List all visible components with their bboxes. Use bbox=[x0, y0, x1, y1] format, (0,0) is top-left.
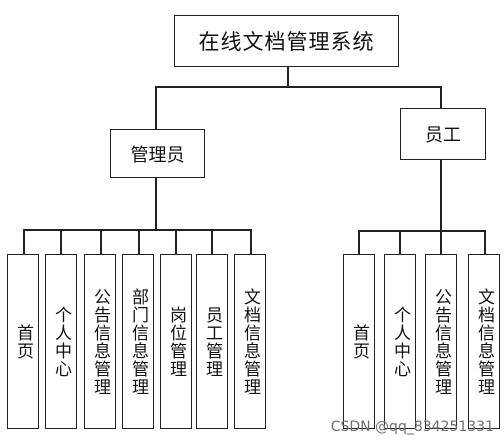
admin-leaf-7: 文档信息管理 bbox=[234, 254, 266, 429]
connector-admin-child-5 bbox=[175, 229, 177, 254]
connector-root-horizontal bbox=[155, 86, 441, 88]
connector-admin-child-7 bbox=[250, 229, 252, 254]
staff-leaf-1: 首页 bbox=[343, 254, 375, 429]
admin-leaf-7-label: 文档信息管理 bbox=[240, 287, 260, 396]
admin-leaf-4-label: 部门信息管理 bbox=[128, 287, 148, 396]
staff-node-label: 员工 bbox=[425, 125, 461, 146]
admin-leaf-1: 首页 bbox=[7, 254, 39, 429]
admin-node: 管理员 bbox=[110, 129, 205, 178]
staff-leaf-4-label: 文档信息管理 bbox=[474, 287, 494, 396]
root-node-label: 在线文档管理系统 bbox=[198, 30, 375, 54]
admin-node-label: 管理员 bbox=[130, 144, 185, 166]
connector-staff-child-3 bbox=[440, 230, 442, 254]
admin-leaf-1-label: 首页 bbox=[13, 323, 33, 360]
connector-admin-child-2 bbox=[60, 229, 62, 254]
connector-admin-child-1 bbox=[23, 229, 25, 254]
connector-to-staff bbox=[440, 86, 442, 108]
staff-leaf-1-label: 首页 bbox=[349, 323, 369, 360]
connector-staff-child-2 bbox=[399, 230, 401, 254]
admin-leaf-6-label: 员工管理 bbox=[202, 305, 222, 378]
connector-staff-child-4 bbox=[484, 230, 486, 254]
admin-leaf-2: 个人中心 bbox=[45, 254, 77, 429]
connector-admin-down bbox=[155, 177, 157, 229]
admin-leaf-5-label: 岗位管理 bbox=[166, 305, 186, 378]
admin-leaf-2-label: 个人中心 bbox=[51, 305, 71, 378]
connector-staff-child-1 bbox=[358, 230, 360, 254]
staff-leaf-3-label: 公告信息管理 bbox=[431, 287, 451, 396]
staff-leaf-4: 文档信息管理 bbox=[468, 254, 500, 429]
connector-admin-child-3 bbox=[100, 229, 102, 254]
connector-root-down bbox=[287, 66, 289, 87]
admin-leaf-3-label: 公告信息管理 bbox=[90, 287, 110, 396]
connector-staff-down bbox=[440, 159, 442, 231]
connector-staff-bus bbox=[358, 230, 485, 232]
admin-leaf-6: 员工管理 bbox=[196, 254, 228, 429]
connector-admin-child-4 bbox=[138, 229, 140, 254]
connector-admin-child-6 bbox=[211, 229, 213, 254]
connector-admin-bus bbox=[23, 229, 251, 231]
admin-leaf-5: 岗位管理 bbox=[160, 254, 192, 429]
connector-to-admin bbox=[155, 86, 157, 129]
staff-leaf-2: 个人中心 bbox=[384, 254, 416, 429]
root-node: 在线文档管理系统 bbox=[174, 15, 399, 67]
staff-leaf-3: 公告信息管理 bbox=[425, 254, 457, 429]
staff-leaf-2-label: 个人中心 bbox=[390, 305, 410, 378]
admin-leaf-3: 公告信息管理 bbox=[84, 254, 116, 429]
watermark: CSDN @qq_834251331 bbox=[330, 419, 494, 435]
admin-leaf-4: 部门信息管理 bbox=[122, 254, 154, 429]
staff-node: 员工 bbox=[400, 108, 486, 160]
